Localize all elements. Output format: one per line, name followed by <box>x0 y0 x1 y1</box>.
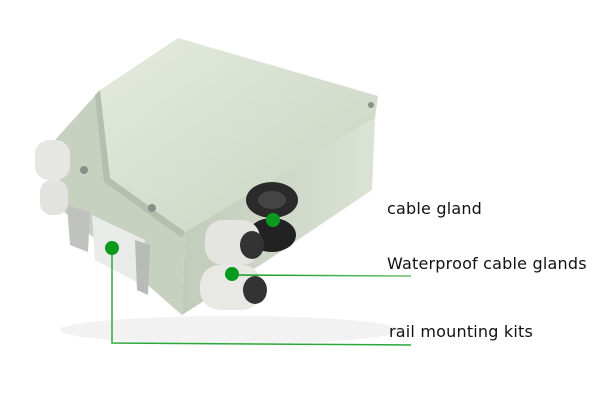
screw-icon <box>80 166 88 174</box>
cable-glands-black <box>246 182 298 252</box>
screw-icon <box>368 102 374 108</box>
callout-dot <box>225 267 239 281</box>
callout-lines <box>105 213 412 346</box>
callout-line <box>111 248 412 346</box>
callout-label-rail-mounting-kits: rail mounting kits <box>389 322 534 341</box>
waterproof-glands <box>35 140 267 310</box>
callout-line <box>231 274 412 277</box>
screw-icon <box>148 204 156 212</box>
callout-dot <box>266 213 280 227</box>
callout-label-cable-gland: cable gland <box>387 199 483 218</box>
callout-dot <box>105 241 119 255</box>
callout-label-waterproof-glands: Waterproof cable glands <box>387 254 587 273</box>
